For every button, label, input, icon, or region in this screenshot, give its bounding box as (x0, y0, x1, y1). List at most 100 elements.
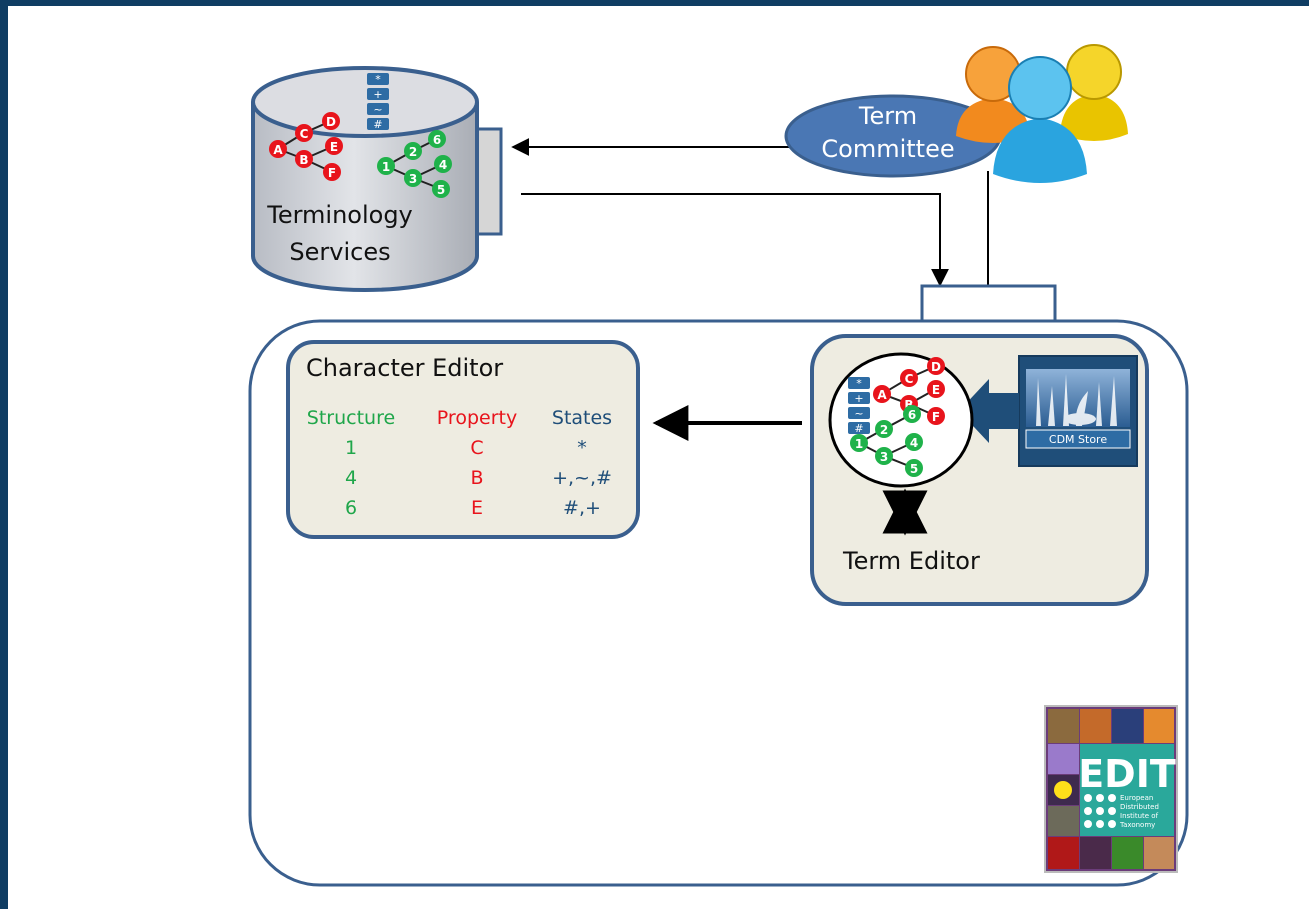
svg-text:D: D (931, 360, 941, 374)
tree-node: E (927, 380, 945, 398)
tree-node: 5 (432, 180, 450, 198)
table-row: 6 E #,+ (345, 497, 601, 519)
edit-logo: EDIT European Distributed Institute of T… (1044, 705, 1178, 873)
svg-text:1: 1 (382, 160, 390, 174)
cdm-store-label: CDM Store (1049, 433, 1107, 446)
cell-states: #,+ (563, 497, 601, 519)
tree-node: 1 (377, 157, 395, 175)
state-symbol: * (375, 73, 381, 86)
tree-node: A (269, 140, 287, 158)
tree-node: D (322, 112, 340, 130)
tree-node: 3 (875, 447, 893, 465)
tree-node: 4 (905, 433, 923, 451)
architecture-diagram: * + ~ # A C D B E F (248, 44, 1189, 887)
cdm-to-terms-arrow (959, 379, 1019, 443)
svg-text:2: 2 (880, 423, 888, 437)
svg-text:E: E (330, 140, 338, 154)
svg-text:4: 4 (439, 158, 447, 172)
state-symbol: + (854, 392, 863, 405)
svg-text:6: 6 (433, 133, 441, 147)
services-to-editor-arrow (521, 193, 949, 287)
table-row: 1 C * (345, 437, 587, 459)
cell-structure: 1 (345, 437, 357, 459)
svg-text:F: F (932, 410, 940, 424)
cell-property: B (470, 467, 483, 489)
edit-logo-subtitle: European (1120, 794, 1153, 802)
svg-text:A: A (877, 388, 887, 402)
svg-text:C: C (905, 372, 914, 386)
tree-node: 2 (404, 142, 422, 160)
svg-text:1: 1 (855, 437, 863, 451)
svg-text:A: A (273, 143, 283, 157)
svg-text:5: 5 (437, 183, 445, 197)
cell-states: +,~,# (552, 467, 612, 489)
state-symbol: # (373, 118, 382, 131)
terminology-services: * + ~ # A C D B E F (251, 66, 503, 292)
tree-node: 3 (404, 169, 422, 187)
edit-logo-panel (1080, 744, 1174, 836)
column-header-property: Property (437, 407, 517, 429)
state-symbol-stack: * + ~ # (367, 73, 389, 131)
terminology-services-label: Services (289, 238, 390, 266)
table-row: 4 B +,~,# (345, 467, 612, 489)
cell-property: C (470, 437, 483, 459)
svg-text:F: F (328, 166, 336, 180)
cdm-store: CDM Store (1018, 355, 1138, 467)
slide: * + ~ # A C D B E F (8, 6, 1309, 909)
svg-text:D: D (326, 115, 336, 129)
character-editor: Character Editor Structure Property Stat… (286, 340, 640, 539)
svg-text:5: 5 (910, 462, 918, 476)
tree-node: 2 (875, 420, 893, 438)
tree-node: 4 (434, 155, 452, 173)
cylinder-top (251, 66, 479, 138)
tree-node: E (325, 137, 343, 155)
cdm-store-label-bar (1025, 429, 1131, 449)
cell-structure: 6 (345, 497, 357, 519)
svg-text:6: 6 (908, 408, 916, 422)
term-editor: CDM Store * + ~ # A C D B (810, 334, 1149, 606)
term-committee-label: Committee (821, 135, 954, 163)
edit-logo-subtitle: Taxonomy (1119, 821, 1155, 829)
tree-node: D (927, 357, 945, 375)
tree-node: 6 (903, 405, 921, 423)
property-nodes: A C D B E F (269, 112, 343, 181)
state-symbol: # (854, 422, 863, 435)
state-symbol: ~ (854, 407, 863, 420)
svg-text:B: B (904, 398, 913, 412)
edit-logo-dots-icon (1084, 794, 1116, 828)
edit-logo-subtitle: Distributed (1120, 803, 1159, 811)
cell-structure: 4 (345, 467, 357, 489)
svg-text:C: C (300, 127, 309, 141)
svg-text:4: 4 (910, 436, 918, 450)
edit-logo-subtitle: Institute of (1120, 812, 1159, 820)
svg-text:3: 3 (409, 172, 417, 186)
character-editor-panel (286, 340, 640, 539)
state-symbol: + (373, 88, 382, 101)
cell-states: * (577, 437, 587, 459)
column-header-structure: Structure (307, 407, 395, 429)
terminology-services-label: Terminology (266, 201, 413, 229)
tree-node: F (323, 163, 341, 181)
structure-nodes: 6 2 4 1 3 5 (850, 405, 923, 477)
state-symbol: * (856, 377, 862, 390)
users-group-icon (956, 44, 1128, 183)
state-symbol: ~ (373, 103, 382, 116)
svg-text:3: 3 (880, 450, 888, 464)
tree-node: 1 (850, 434, 868, 452)
tree-node: B (295, 150, 313, 168)
connectors (511, 138, 989, 288)
structure-nodes: 1 2 6 3 4 5 (377, 130, 452, 198)
tree-node: 5 (905, 459, 923, 477)
svg-text:2: 2 (409, 145, 417, 159)
tree-node: F (927, 407, 945, 425)
tree-node: A (873, 385, 891, 403)
editor-container-port (920, 284, 1057, 323)
term-committee-label: Term (858, 102, 917, 130)
tree-node: 6 (428, 130, 446, 148)
cell-property: E (471, 497, 483, 519)
svg-text:B: B (299, 153, 308, 167)
state-symbol-stack: * + ~ # (848, 377, 870, 435)
tree-node: C (295, 124, 313, 142)
cdm-store-foliage-icon (1036, 374, 1117, 426)
tree-node: C (900, 369, 918, 387)
